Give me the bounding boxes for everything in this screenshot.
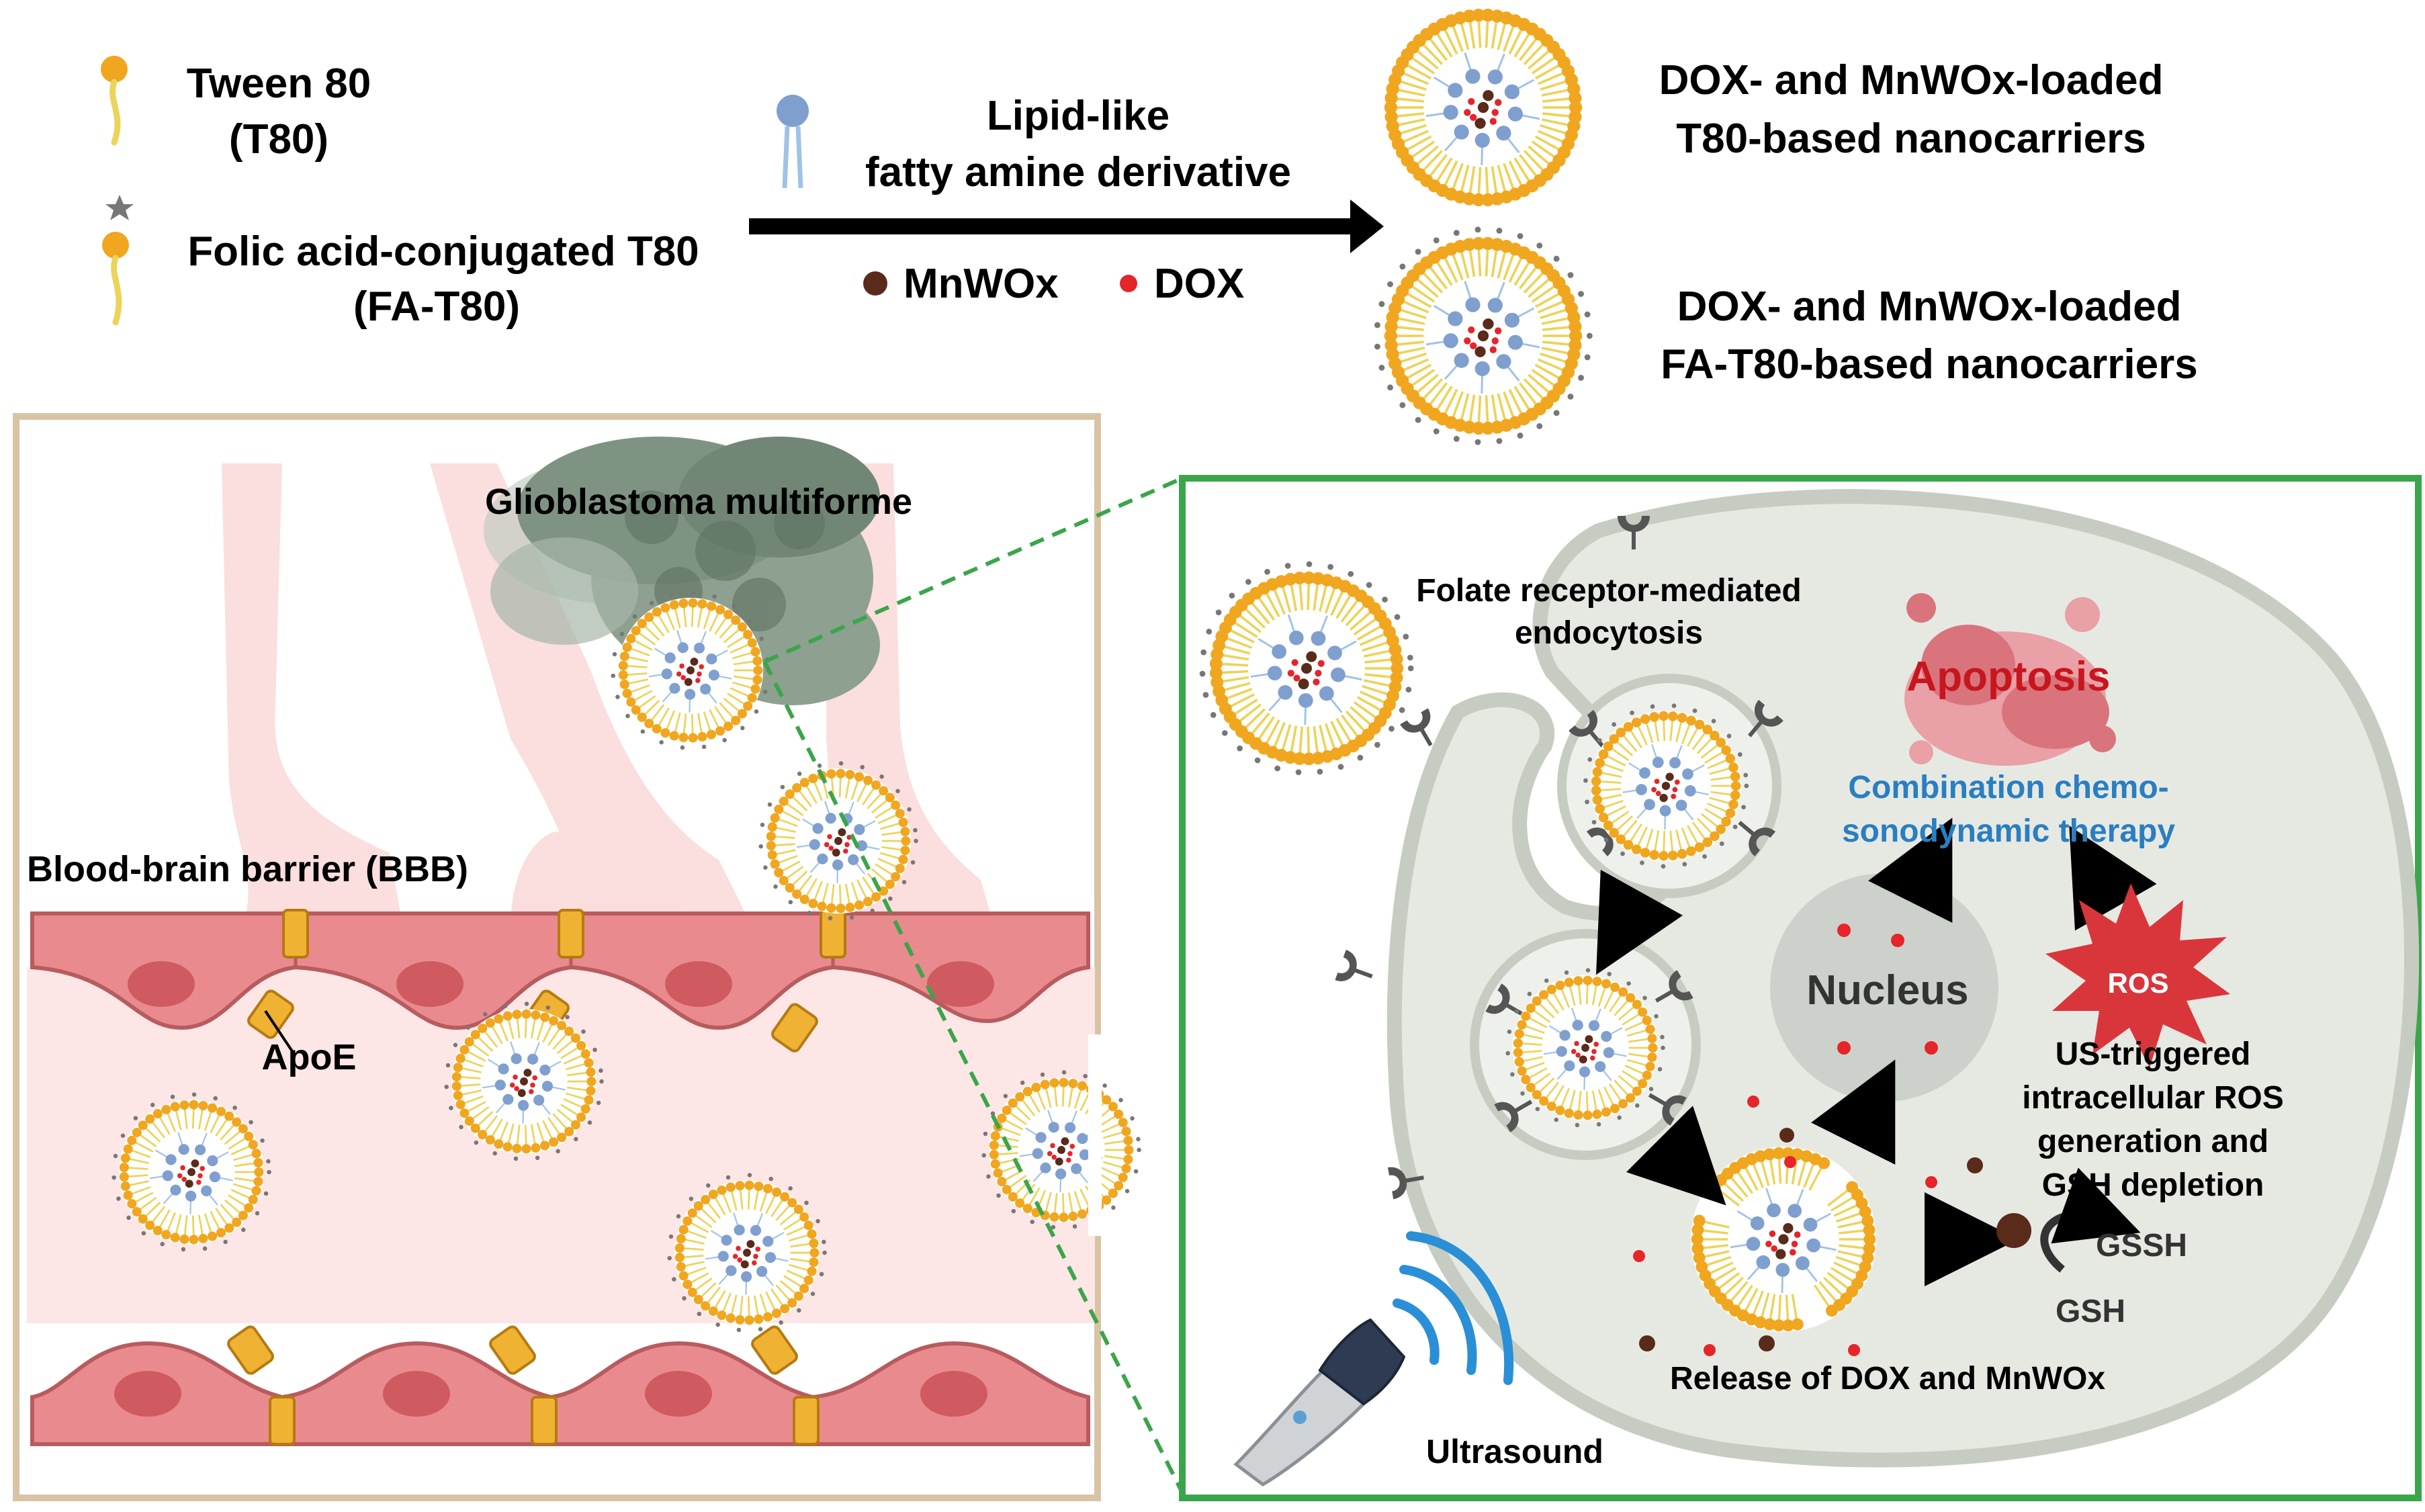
legend-fa-label: Folic acid-conjugated T80 [187,228,699,275]
us-line3: generation and [2037,1124,2268,1159]
us-line2: intracellular ROS [2022,1080,2283,1116]
folate-receptor-icon [1485,983,1524,1016]
process-line1: Lipid-like [987,93,1170,139]
ros-label: ROS [2107,967,2168,999]
folate-receptor-icon [1569,709,1605,748]
folate-receptor-icon [1738,820,1776,856]
flow-arrows [1596,817,2157,1286]
product-fa-line1: DOX- and MnWOx-loaded [1677,283,2182,330]
ros-burst [2045,883,2230,1068]
gssh-label: GSSH [2096,1228,2187,1263]
nanocarrier-approaching-cell [1199,561,1414,776]
therapy-line1: Combination chemo- [1848,770,2168,805]
zoom-lines [762,476,1184,1494]
endocytosis-line1: Folate receptor-mediated [1416,573,1801,609]
mnwox-particle [1996,1213,2031,1248]
endothelial-layer-bottom [30,1325,1090,1446]
nucleus [1770,873,1998,1102]
gsh-label: GSH [2056,1294,2125,1329]
tumor-label: Glioblastoma multiforme [485,482,912,522]
mnwox-dot [863,271,887,296]
folate-receptor-icon [1747,699,1783,738]
ultrasound-probe-icon [1233,1231,1514,1487]
nanocarrier-t80 [1384,8,1583,207]
endocytosis-line2: endocytosis [1515,615,1703,651]
process-line2: fatty amine derivative [865,149,1291,195]
lipid-icon [777,95,809,189]
nanocarrier-endocytosis [1583,703,1749,869]
left-panel: Glioblastoma multiforme Blood-brain barr… [13,413,1141,1501]
legend-fa-icon [102,195,134,326]
process-arrow [749,199,1384,253]
folate-receptor-icon [1335,950,1373,981]
mnwox-label: MnWOx [903,261,1059,307]
released-cargo [1633,1096,1983,1356]
nanocarrier-in-vessel [444,1002,604,1161]
legend-tween-label: Tween 80 [187,60,371,107]
nucleus-label: Nucleus [1806,967,1968,1014]
product-t80-line1: DOX- and MnWOx-loaded [1659,57,2164,103]
nanocarrier-at-tumor [611,590,770,750]
folate-receptor-icon [1494,1100,1533,1132]
nanocarrier-in-vessel-edge [981,1070,1141,1230]
folate-receptor-icon [1400,708,1433,747]
folate-receptor-icon [1655,970,1693,1003]
legend-tween-abbr: (T80) [229,116,328,163]
right-panel: Nucleus GSSH GSH [1179,475,2422,1501]
us-line4: GSH depletion [2042,1167,2264,1203]
release-label: Release of DOX and MnWOx [1670,1361,2105,1396]
therapy-line2: sonodynamic therapy [1842,813,2175,849]
ultrasound-label: Ultrasound [1426,1433,1603,1470]
product-fa-line2: FA-T80-based nanocarriers [1661,341,2197,388]
folate-receptor-icon [1618,516,1650,549]
us-line1: US-triggered [2056,1036,2251,1072]
nanocarrier-in-vessel [667,1173,827,1333]
folate-receptor-icon [1387,1167,1424,1200]
endothelial-layer-top [30,909,1090,1053]
nanocarrier-fa-t80 [1374,226,1593,445]
nanocarrier-in-vessel [112,1092,271,1252]
nanocarrier-in-endosome [1505,968,1665,1128]
apoe-label: ApoE [262,1037,357,1077]
nanocarrier-releasing-cargo [1691,1147,1876,1332]
legend-tween-icon [101,56,128,146]
apoptosis-label: Apoptosis [1906,654,2110,700]
bbb-label: Blood-brain barrier (BBB) [27,849,468,889]
dox-label: DOX [1154,261,1244,307]
apoptotic-cell [1904,593,2116,766]
dox-dot [1120,275,1137,292]
gsh-conversion-arrow [2040,1167,2141,1273]
legend-fa-abbr: (FA-T80) [353,283,520,330]
product-t80-line2: T80-based nanocarriers [1676,116,2146,162]
folate-receptors [1335,516,1783,1200]
